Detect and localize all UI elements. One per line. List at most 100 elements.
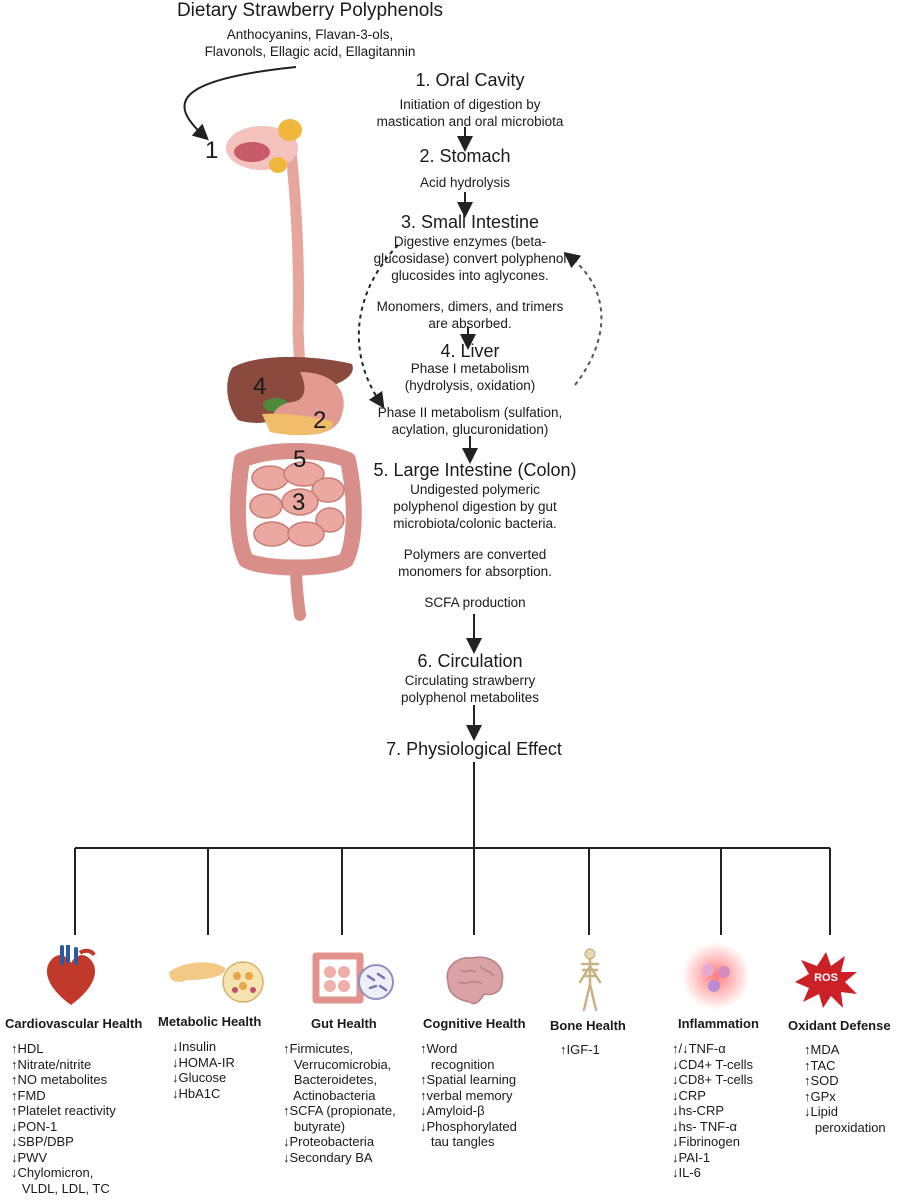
category-items: ↑Firmicutes, Verrucomicrobia, Bacteroide… bbox=[283, 1041, 396, 1165]
category-oxidant: Oxidant Defense ↑MDA ↑TAC ↑SOD ↑GPx ↓Lip… bbox=[788, 1018, 891, 1135]
list-item: ↓CD4+ T-cells bbox=[672, 1056, 754, 1072]
list-item: ↑/↓TNF-α bbox=[672, 1041, 726, 1056]
enterohepatic-loop-right bbox=[563, 252, 603, 386]
category-title: Cognitive Health bbox=[423, 1016, 526, 1031]
phase2-line: acylation, glucuronidation) bbox=[391, 422, 549, 437]
list-item: ↑HDL bbox=[11, 1041, 44, 1056]
polymers-line: Polymers are converted bbox=[403, 547, 547, 562]
step-title: 5. Large Intestine (Colon) bbox=[373, 460, 577, 480]
anatomy-number-stomach: 2 bbox=[313, 407, 327, 434]
list-item: ↓SBP/DBP bbox=[11, 1134, 74, 1149]
list-item: ↓IL-6 bbox=[672, 1165, 701, 1180]
polymers-line: monomers for absorption. bbox=[398, 564, 552, 579]
list-item: ↑Platelet reactivity bbox=[11, 1103, 116, 1118]
step-desc-line: Undigested polymeric bbox=[410, 482, 540, 497]
list-item: ↓Phosphorylated bbox=[420, 1118, 517, 1134]
pancreas-shape bbox=[262, 413, 334, 436]
category-title: Cardiovascular Health bbox=[5, 1016, 143, 1031]
list-item: ↓Amyloid-β bbox=[420, 1103, 485, 1118]
step-desc-line: Acid hydrolysis bbox=[419, 175, 511, 190]
anatomy-number-small-intestine: 3 bbox=[292, 489, 306, 516]
list-item: ↑verbal memory bbox=[420, 1087, 513, 1103]
list-item: ↓Proteobacteria bbox=[283, 1134, 375, 1149]
step-desc-line: Digestive enzymes (beta- bbox=[393, 234, 547, 249]
category-items: ↑MDA ↑TAC ↑SOD ↑GPx ↓Lipid peroxidation bbox=[788, 1042, 891, 1135]
category-gut: Gut Health ↑Firmicutes, Verrucomicrobia,… bbox=[283, 1016, 396, 1165]
list-item: ↑SOD bbox=[804, 1073, 839, 1088]
ros-label: ROS bbox=[814, 972, 838, 984]
list-item: ↓Glucose bbox=[172, 1070, 227, 1085]
step-title: 3. Small Intestine bbox=[400, 212, 540, 232]
list-item: ↓Lipid bbox=[804, 1104, 838, 1119]
esophagus-shape bbox=[284, 134, 306, 378]
step-title: 2. Stomach bbox=[419, 146, 511, 166]
list-item: ↓Chylomicron, bbox=[11, 1165, 94, 1180]
list-item: butyrate) bbox=[283, 1118, 346, 1134]
step-desc-line: polyphenol metabolites bbox=[400, 690, 540, 705]
step-large-intestine: 5. Large Intestine (Colon) Undigested po… bbox=[360, 460, 590, 611]
category-title: Metabolic Health bbox=[158, 1014, 262, 1029]
step-physiological-effect: 7. Physiological Effect bbox=[354, 739, 594, 760]
list-item: ↑Spatial learning bbox=[420, 1072, 517, 1087]
step-title: 6. Circulation bbox=[417, 651, 523, 671]
step-desc-line: microbiota/colonic bacteria. bbox=[393, 516, 557, 531]
list-item: ↓HOMA-IR bbox=[172, 1054, 235, 1070]
list-item: ↓PON-1 bbox=[11, 1118, 58, 1134]
absorption-line: are absorbed. bbox=[428, 316, 512, 331]
phase1-line: (hydrolysis, oxidation) bbox=[404, 378, 536, 393]
pancreas-icon bbox=[169, 961, 264, 1003]
step-stomach: 2. Stomach Acid hydrolysis bbox=[365, 146, 565, 191]
heart-icon bbox=[46, 945, 96, 1005]
list-item: ↓Fibrinogen bbox=[672, 1134, 740, 1149]
anatomy-number-liver: 4 bbox=[253, 373, 267, 400]
list-item: ↓CRP bbox=[672, 1087, 706, 1103]
compounds-line-2: Flavonols, Ellagic acid, Ellagitannin bbox=[204, 44, 416, 59]
step-desc-line: glucosides into aglycones. bbox=[391, 268, 549, 283]
list-item: ↑GPx bbox=[804, 1088, 836, 1104]
liver-shape bbox=[227, 357, 353, 423]
category-bone: Bone Health ↑IGF-1 bbox=[550, 1018, 626, 1058]
category-items: ↑Word recognition ↑Spatial learning ↑ver… bbox=[420, 1041, 526, 1150]
step-liver: 4. Liver Phase I metabolism (hydrolysis,… bbox=[365, 342, 575, 394]
list-item: ↓CD8+ T-cells bbox=[672, 1072, 754, 1087]
category-cardiovascular: Cardiovascular Health ↑HDL ↑Nitrate/nitr… bbox=[5, 1016, 142, 1196]
step-title: 1. Oral Cavity bbox=[415, 70, 525, 90]
intestine-icon bbox=[312, 952, 394, 1004]
step-desc-line: polyphenol digestion by gut bbox=[393, 499, 557, 514]
category-title: Oxidant Defense bbox=[788, 1018, 891, 1033]
category-items: ↑/↓TNF-α ↓CD4+ T-cells ↓CD8+ T-cells ↓CR… bbox=[672, 1041, 759, 1181]
step-title: 4. Liver bbox=[440, 341, 500, 361]
list-item: ↓HbA1C bbox=[172, 1085, 221, 1101]
category-title: Bone Health bbox=[550, 1018, 626, 1033]
list-item: VLDL, LDL, TC bbox=[11, 1180, 110, 1196]
list-item: ↑MDA bbox=[804, 1042, 840, 1057]
category-items: ↓Insulin ↓HOMA-IR ↓Glucose ↓HbA1C bbox=[158, 1039, 261, 1101]
category-title: Inflammation bbox=[678, 1016, 759, 1031]
category-items: ↑HDL ↑Nitrate/nitrite ↑NO metabolites ↑F… bbox=[5, 1041, 142, 1196]
brain-icon bbox=[446, 956, 504, 1005]
step-desc-line: Initiation of digestion by bbox=[399, 97, 541, 112]
list-item: Verrucomicrobia, bbox=[283, 1056, 392, 1072]
list-item: ↓PAI-1 bbox=[672, 1149, 711, 1165]
list-item: ↓hs- TNF-α bbox=[672, 1118, 738, 1134]
step-desc-line: Circulating strawberry bbox=[404, 673, 536, 688]
list-item: Actinobacteria bbox=[283, 1087, 376, 1103]
list-item: ↑Firmicutes, bbox=[283, 1041, 354, 1056]
phase2-line: Phase II metabolism (sulfation, bbox=[377, 405, 563, 420]
step-title: 7. Physiological Effect bbox=[386, 739, 562, 759]
compounds-line-1: Anthocyanins, Flavan-3-ols, bbox=[226, 27, 394, 42]
category-metabolic: Metabolic Health ↓Insulin ↓HOMA-IR ↓Gluc… bbox=[158, 1014, 261, 1101]
list-item: ↑TAC bbox=[804, 1057, 836, 1073]
list-item: ↓Secondary BA bbox=[283, 1149, 373, 1165]
scfa-line: SCFA production bbox=[424, 595, 526, 610]
list-item: recognition bbox=[420, 1056, 495, 1072]
intake-curve-arrow bbox=[183, 66, 297, 141]
phase1-line: Phase I metabolism bbox=[410, 361, 530, 376]
step-circulation: 6. Circulation Circulating strawberry po… bbox=[370, 651, 570, 706]
step-small-intestine: 3. Small Intestine Digestive enzymes (be… bbox=[365, 212, 575, 332]
list-item: ↓hs-CRP bbox=[672, 1103, 725, 1118]
list-item: ↑Nitrate/nitrite bbox=[11, 1056, 92, 1072]
inflamed-cells-icon bbox=[682, 942, 750, 1010]
